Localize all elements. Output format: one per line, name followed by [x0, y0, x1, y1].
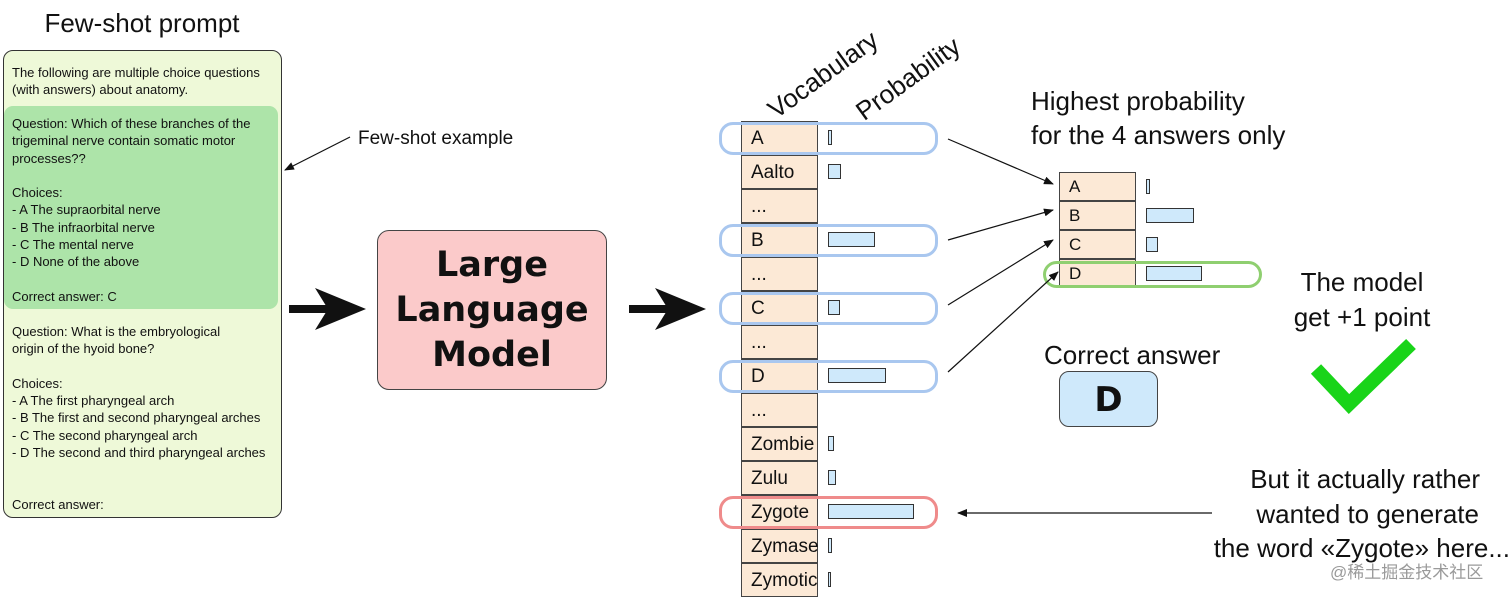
highlight-ring-a	[719, 122, 938, 155]
example-line-2: processes??	[12, 150, 86, 166]
vocab-prob-bar-b	[828, 232, 875, 247]
example-line-1: trigeminal nerve contain somatic motor	[12, 133, 236, 149]
vocab-prob-bar-zygote	[828, 504, 914, 519]
question-line-1: origin of the hyoid bone?	[12, 341, 155, 357]
vocab-prob-bar-c	[828, 300, 840, 315]
zygote-note-line3: the word «Zygote» here...	[1213, 533, 1510, 563]
example-line-8: - D None of the above	[12, 254, 140, 270]
vocab-token-ellipsis: ...	[741, 189, 818, 223]
question-line-5: - B The first and second pharyngeal arch…	[12, 410, 261, 426]
vocab-token-zymotic: Zymotic	[741, 563, 818, 597]
prompt-intro-line-0: The following are multiple choice questi…	[12, 65, 260, 80]
correct-answer-box: D	[1059, 371, 1158, 427]
vocab-prob-bar-d	[828, 368, 886, 383]
zygote-note-line1: But it actually rather	[1250, 464, 1480, 494]
model-label-line3: Model	[432, 334, 552, 375]
highlight-ring-b	[719, 224, 938, 257]
subset-prob-bar-c	[1146, 237, 1158, 252]
prompt-title: Few-shot prompt	[44, 8, 240, 38]
vocab-token-ellipsis: ...	[741, 325, 818, 359]
few-shot-example-box	[4, 106, 278, 309]
correct-highlight-ring	[1043, 261, 1262, 288]
llm-box: Large Language Model	[377, 230, 607, 390]
vocab-prob-bar-zulu	[828, 470, 836, 485]
example-line-4: Choices:	[12, 185, 63, 201]
question-line-3: Choices:	[12, 375, 63, 391]
subset-token-a: A	[1059, 172, 1136, 201]
model-label-line2: Language	[395, 289, 589, 330]
vocab-prob-bar-a	[828, 130, 832, 145]
example-line-10: Correct answer: C	[12, 288, 117, 304]
question-line-6: - C The second pharyngeal arch	[12, 427, 198, 443]
vocab-token-zulu: Zulu	[741, 461, 818, 495]
big-arrow-to-model	[289, 288, 366, 330]
vocab-token-ellipsis: ...	[741, 393, 818, 427]
prompt-intro-line-1: (with answers) about anatomy.	[12, 82, 189, 98]
arrow-d-to-subset	[947, 271, 1059, 373]
vocab-token-aalto: Aalto	[741, 155, 818, 189]
few-shot-label: Few-shot example	[358, 128, 514, 149]
example-text: Question: Which of these branches of the…	[12, 115, 250, 305]
model-label-line1: Large	[436, 244, 548, 285]
arrow-b-to-subset	[947, 208, 1054, 241]
watermark: @稀土掘金技术社区	[1330, 563, 1484, 582]
subset-token-b: B	[1059, 201, 1136, 230]
vocab-prob-bar-aalto	[828, 164, 841, 179]
subset-prob-bar-d	[1146, 266, 1202, 281]
few-shot-pointer-arrow	[284, 136, 351, 171]
vocab-token-c: C	[741, 291, 818, 325]
example-line-6: - B The infraorbital nerve	[12, 219, 155, 235]
question-line-7: - D The second and third pharyngeal arch…	[12, 445, 266, 461]
highest-label-line2: for the 4 answers only	[1031, 120, 1286, 150]
subset-prob-bar-a	[1146, 179, 1150, 194]
correct-answer-label: Correct answer	[1044, 340, 1221, 370]
question-line-4: - A The first pharyngeal arch	[12, 393, 175, 409]
answer-prompt: Correct answer:	[12, 497, 104, 512]
example-line-5: - A The supraorbital nerve	[12, 202, 161, 218]
highlight-ring-d	[719, 360, 938, 393]
example-line-7: - C The mental nerve	[12, 237, 134, 253]
prompt-intro: The following are multiple choice questi…	[12, 64, 260, 99]
vocab-prob-bar-zymotic	[828, 572, 831, 587]
question-text: Question: What is the embryological origi…	[12, 323, 265, 461]
example-line-0: Question: Which of these branches of the	[12, 116, 251, 131]
highlight-ring-c	[719, 292, 938, 325]
subset-prob-bar-b	[1146, 208, 1194, 223]
point-label-line2: get +1 point	[1293, 302, 1431, 332]
vocab-prob-bar-zymase	[828, 538, 832, 553]
check-icon	[1310, 338, 1416, 414]
vocab-token-ellipsis: ...	[741, 257, 818, 291]
question-line-0: Question: What is the embryological	[12, 324, 221, 339]
point-label-line1: The model	[1300, 267, 1424, 297]
arrow-a-to-subset	[947, 138, 1054, 185]
vocab-token-zymase: Zymase	[741, 529, 819, 563]
big-arrow-from-model	[629, 288, 706, 330]
zygote-note-line2: wanted to generate	[1256, 499, 1479, 529]
arrow-c-to-subset	[947, 239, 1054, 306]
vocab-prob-bar-zombie	[828, 436, 834, 451]
highlight-ring-zygote	[719, 496, 938, 529]
subset-token-c: C	[1059, 230, 1136, 259]
vocab-token-b: B	[741, 223, 818, 257]
vocab-token-zombie: Zombie	[741, 427, 818, 461]
highest-label-line1: Highest probability	[1031, 86, 1245, 116]
vocab-token-d: D	[741, 359, 818, 393]
